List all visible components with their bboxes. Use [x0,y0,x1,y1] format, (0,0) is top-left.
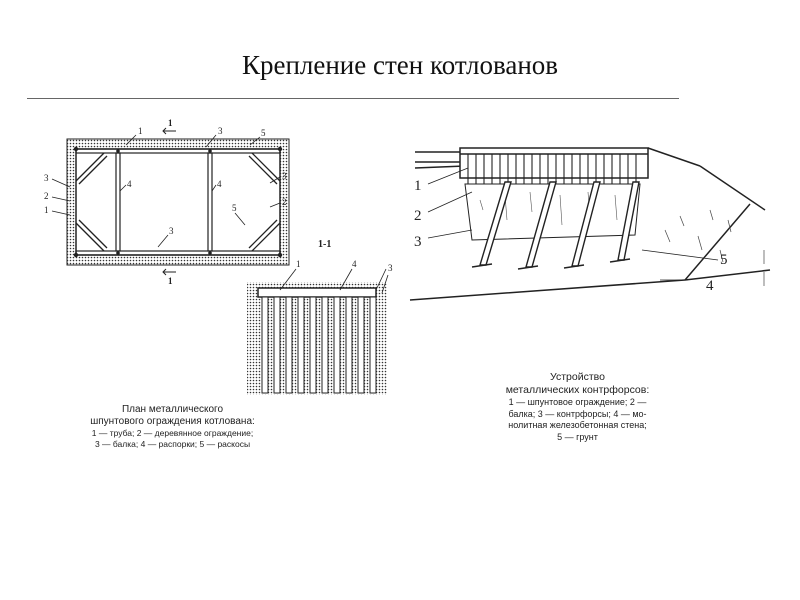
plan-diagram: 1 1 1 3 5 3 2 1 4 4 3 2 5 3 [44,118,290,286]
plan-label-4-right: 4 [217,179,222,189]
title-divider [27,98,679,99]
section-diagram: 1-1 1 4 3 [247,239,393,395]
buttress-caption-line-3: 1 — шпунтовое ограждение; 2 — [508,397,647,407]
buttress-caption-line-2: металлических контрфорсов: [505,384,650,396]
section-mark-top [162,127,176,135]
buttress-diagram: 1 2 3 5 4 [409,147,771,301]
plan-label-3-left: 3 [44,173,49,183]
buttress-label-5: 5 [720,252,728,268]
buttress-caption-line-1: Устройство [550,371,605,383]
section-label-3: 3 [388,263,393,273]
buttress-feet [471,258,631,270]
buttress-caption-line-6: 5 — грунт [557,431,598,442]
section-label-4: 4 [352,259,357,269]
plan-caption-line-4: 3 — балка; 4 — распорки; 5 — раскосы [94,439,251,449]
soil-hatching [664,209,765,286]
plan-label-3-right: 3 [282,171,287,181]
strut-left [115,152,121,252]
plan-label-5-top: 5 [261,128,266,138]
plan-label-2-right: 2 [282,197,287,207]
section-mark-bottom [162,268,176,276]
section-leaders [279,268,389,294]
plan-leaders [51,134,281,248]
buttress-label-3: 3 [414,234,422,250]
plan-label-5-inner: 5 [232,203,237,213]
plan-label-4-left: 4 [127,179,132,189]
plan-label-3-top: 3 [218,126,223,136]
plan-label-2-left: 2 [44,191,49,201]
section-sheet-piles [261,296,377,394]
buttress-outline [409,147,771,301]
section-label-1: 1 [296,259,301,269]
buttress-caption: Устройство металлических контрфорсов: 1 … [470,371,685,443]
buttress-caption-line-4: балка; 3 — контрфорсы; 4 — мо- [508,408,647,419]
braces [75,152,281,252]
plan-caption: План металлического шпунтового ограждени… [55,404,290,450]
plan-label-3-bottom: 3 [169,226,174,236]
plan-caption-line-3: 1 — труба; 2 — деревянное ограждение; [91,428,254,438]
section-mark-top-label: 1 [168,118,173,128]
buttress-label-4: 4 [706,278,714,294]
plan-caption-line-1: План металлического [121,404,224,415]
pipe-markers [73,146,283,258]
buttress-label-1: 1 [414,178,422,194]
section-top-beam [257,287,377,298]
section-mark-bottom-label: 1 [168,276,173,286]
slide-title: Крепление стен котлованов [241,50,559,80]
cap-ribs [467,154,637,184]
plan-label-1-left: 1 [44,205,49,215]
strut-right [207,152,213,252]
inner-opening [75,148,281,256]
section-title: 1-1 [318,239,331,250]
buttress-leaders [427,167,719,281]
plan-caption-line-2: шпунтового ограждения котлована: [90,416,255,427]
buttress-label-2: 2 [414,208,422,224]
wall-hatching [479,191,618,226]
plan-label-1-top: 1 [138,126,143,136]
buttress-caption-line-5: нолитная железобетонная стена; [508,420,647,430]
